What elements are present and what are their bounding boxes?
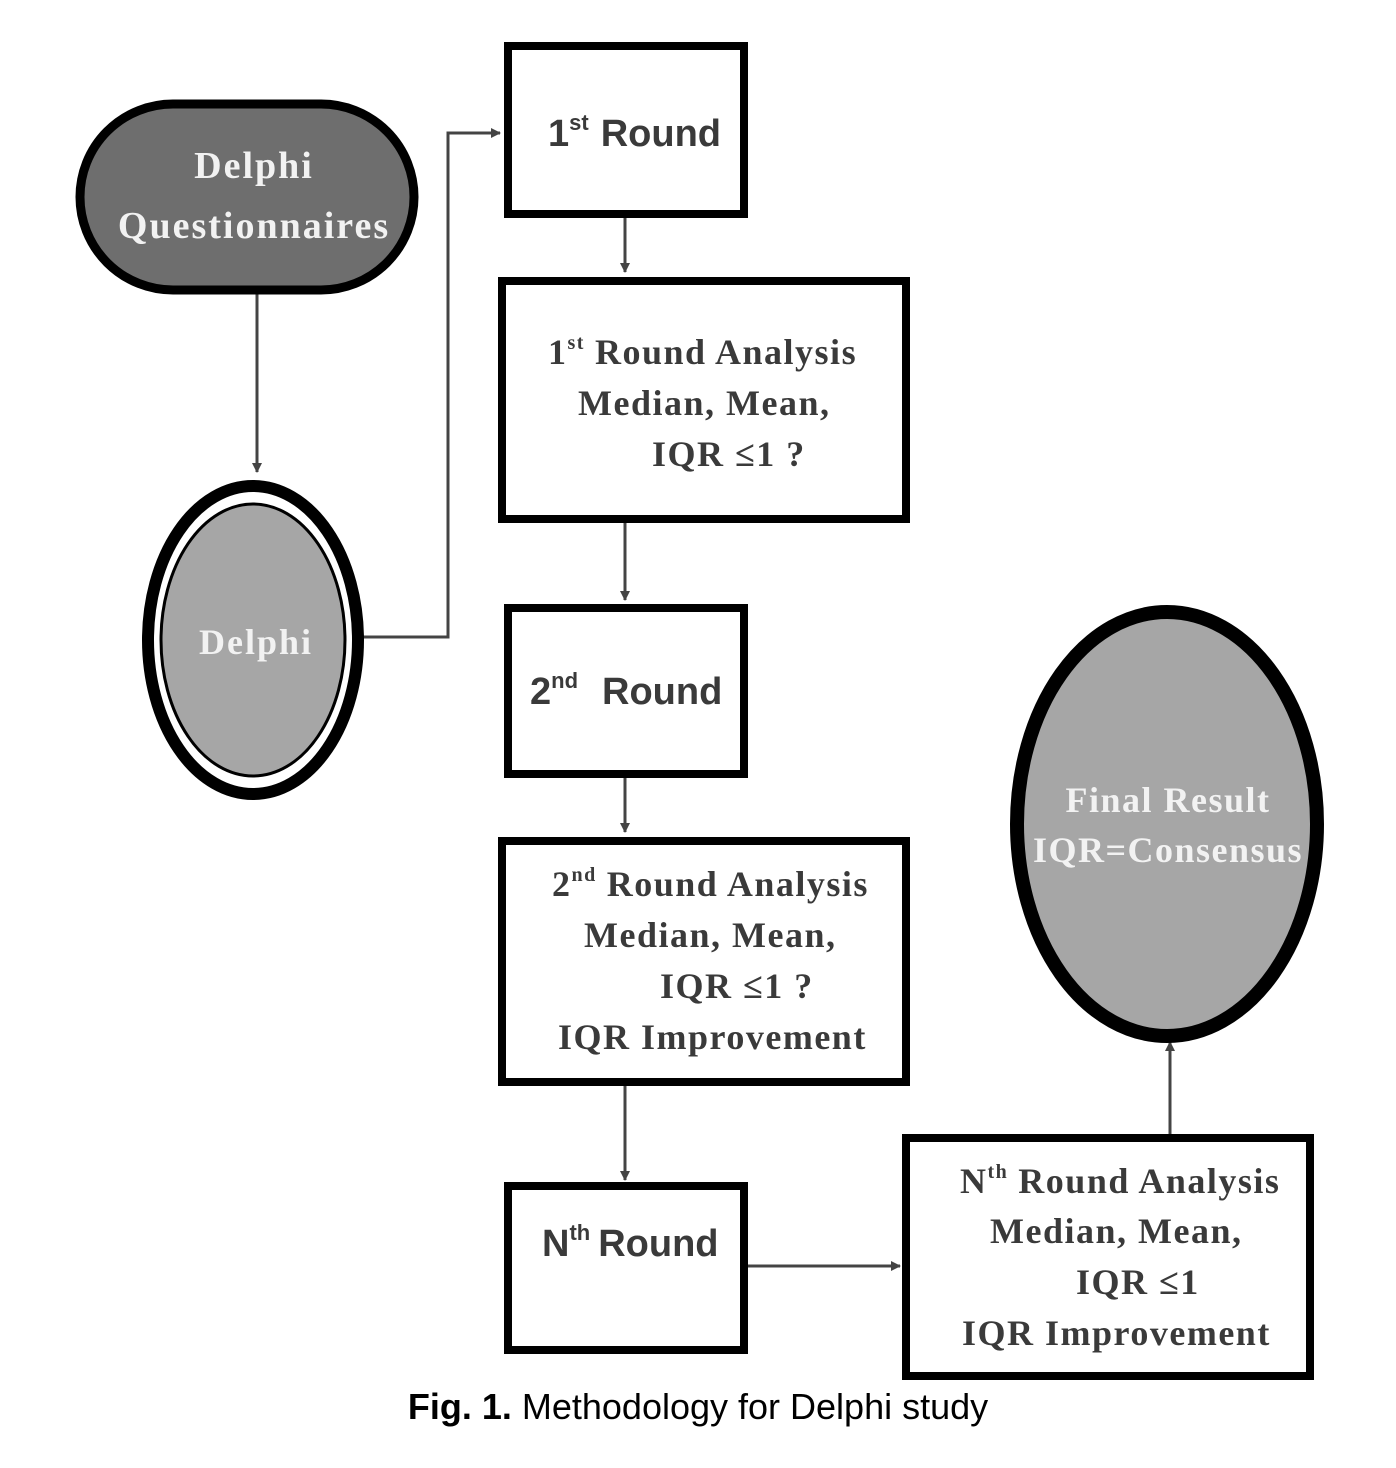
node-delphi: Delphi bbox=[142, 480, 364, 800]
figure-caption: Fig. 1. Methodology for Delphi study bbox=[0, 1386, 1396, 1428]
roundn-sup: th bbox=[569, 1220, 590, 1245]
round2-analysis-prefix: 2 bbox=[552, 864, 572, 904]
caption-text: Methodology for Delphi study bbox=[521, 1386, 989, 1427]
node-round1: 1st Round bbox=[504, 42, 748, 218]
roundn-analysis-prefix: N bbox=[960, 1161, 988, 1201]
node-roundn: Nth Round bbox=[504, 1182, 748, 1354]
node-round2: 2nd Round bbox=[504, 604, 748, 778]
roundn-analysis-line4: IQR Improvement bbox=[962, 1313, 1271, 1353]
connectors bbox=[252, 128, 1175, 1271]
round1-analysis-prefix: 1 bbox=[548, 332, 568, 372]
round2-sup: nd bbox=[551, 668, 578, 693]
arrow-delphi-to-round1 bbox=[362, 128, 501, 639]
round1-analysis-line2: Median, Mean, bbox=[578, 383, 830, 423]
round1-sup: st bbox=[569, 110, 589, 135]
node-roundn-analysis: Nth Round Analysis Median, Mean, IQR ≤1 I… bbox=[902, 1134, 1314, 1380]
round2-analysis-title: Round Analysis bbox=[607, 864, 869, 904]
round2-analysis-line2: Median, Mean, bbox=[584, 915, 836, 955]
questionnaires-line1: Delphi bbox=[194, 145, 314, 187]
round1-label: Round bbox=[601, 113, 721, 155]
delphi-label: Delphi bbox=[199, 622, 313, 662]
questionnaires-line2: Questionnaires bbox=[118, 205, 390, 247]
roundn-prefix: N bbox=[542, 1223, 569, 1265]
roundn-analysis-title: Round Analysis bbox=[1018, 1161, 1280, 1201]
round1-analysis-line3: IQR ≤1 ? bbox=[652, 434, 806, 474]
roundn-label: Round bbox=[598, 1223, 718, 1265]
final-line2: IQR=Consensus bbox=[1033, 830, 1303, 870]
node-delphi-questionnaires: Delphi Questionnaires bbox=[75, 99, 419, 295]
roundn-analysis-line2: Median, Mean, bbox=[990, 1211, 1242, 1251]
round2-analysis-line3: IQR ≤1 ? bbox=[660, 966, 814, 1006]
round1-analysis-title: Round Analysis bbox=[595, 332, 857, 372]
node-round1-analysis: 1st Round Analysis Median, Mean, IQR ≤1 ? bbox=[498, 277, 910, 523]
round2-prefix: 2 bbox=[530, 671, 551, 713]
round1-prefix: 1 bbox=[548, 113, 569, 155]
roundn-analysis-sup: th bbox=[988, 1161, 1009, 1183]
round2-label: Round bbox=[602, 671, 722, 713]
node-final-result: Final Result IQR=Consensus bbox=[1010, 605, 1324, 1043]
round1-analysis-sup: st bbox=[568, 332, 585, 354]
node-round2-analysis: 2nd Round Analysis Median, Mean, IQR ≤1 ?… bbox=[498, 837, 910, 1086]
caption-label: Fig. 1. bbox=[407, 1386, 512, 1427]
roundn-analysis-line3: IQR ≤1 bbox=[1076, 1262, 1200, 1302]
round2-analysis-line4: IQR Improvement bbox=[558, 1017, 867, 1057]
round2-analysis-sup: nd bbox=[572, 864, 597, 886]
final-line1: Final Result bbox=[1065, 780, 1270, 820]
